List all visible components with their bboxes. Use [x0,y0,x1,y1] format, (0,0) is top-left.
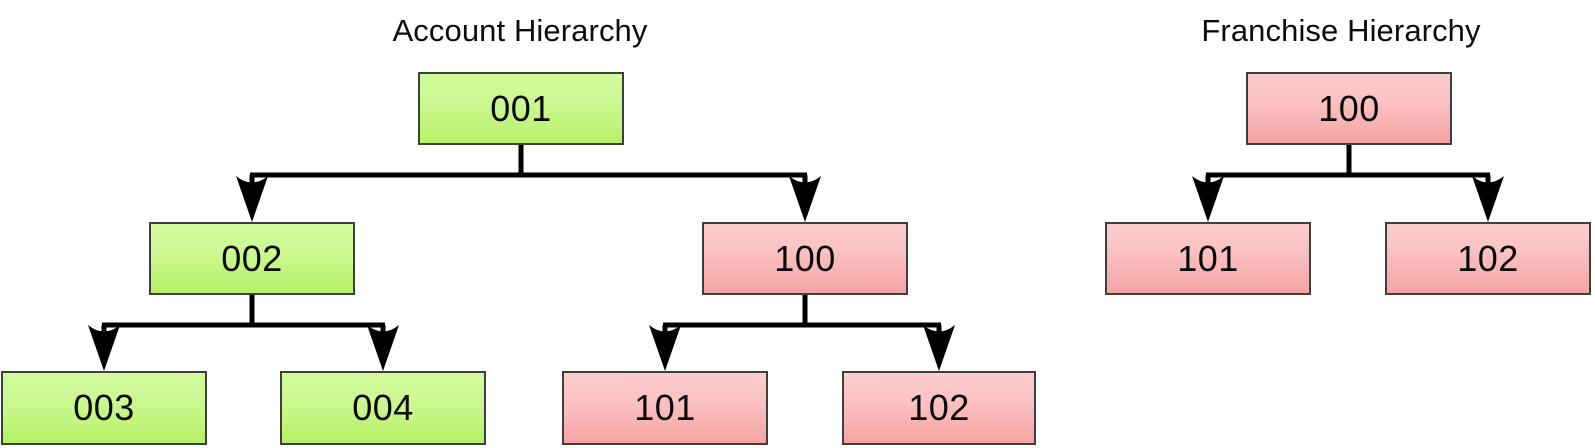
node-label: 003 [73,387,135,428]
node-acct-100[interactable]: 100 [702,222,908,295]
node-label: 001 [490,87,552,129]
node-fran-101[interactable]: 101 [1105,222,1311,295]
node-label: 100 [774,237,836,279]
node-fran-100[interactable]: 100 [1246,72,1452,145]
node-acct-102[interactable]: 102 [842,371,1036,445]
connector-group-acct-001 [236,145,821,222]
node-acct-101[interactable]: 101 [562,371,768,445]
connector-group-acct-100 [649,295,955,371]
node-fran-102[interactable]: 102 [1385,222,1591,295]
node-label: 102 [908,387,970,428]
node-label: 100 [1318,87,1380,129]
node-label: 002 [221,237,283,279]
node-acct-002[interactable]: 002 [149,222,355,295]
node-label: 004 [352,387,414,428]
node-label: 101 [1177,237,1239,279]
node-acct-004[interactable]: 004 [280,371,486,445]
node-label: 102 [1457,237,1519,279]
node-acct-003[interactable]: 003 [1,371,207,445]
connector-group-fran-100 [1192,145,1504,222]
diagram-title-account-hierarchy: Account Hierarchy [392,13,648,48]
node-acct-001[interactable]: 001 [418,72,624,145]
diagram-title-franchise-hierarchy: Franchise Hierarchy [1201,13,1481,48]
node-label: 101 [634,387,696,428]
connector-group-acct-002 [88,295,399,371]
